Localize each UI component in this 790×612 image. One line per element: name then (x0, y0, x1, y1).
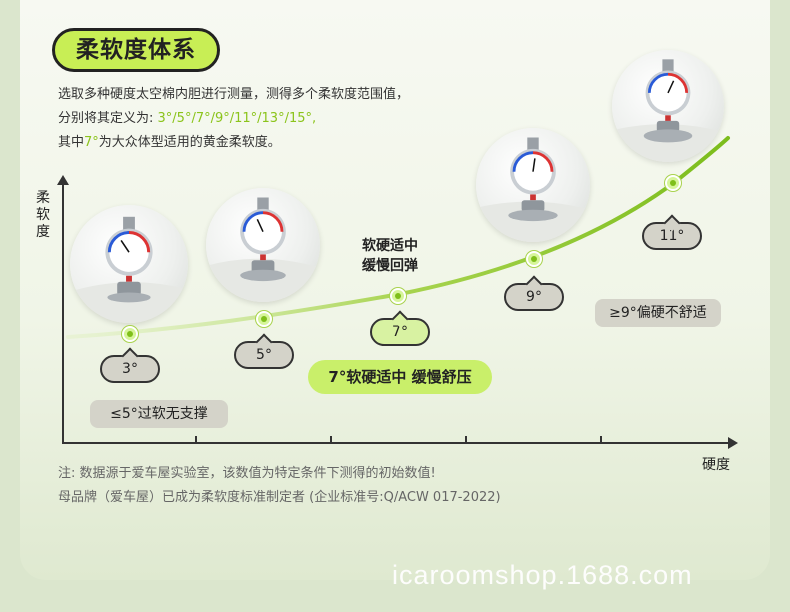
golden-softness-label: 软硬适中 缓慢回弹 (362, 236, 418, 276)
description-values: 3°/5°/7°/9°/11°/13°/15°, (157, 111, 317, 126)
footnote-line-2: 母品牌（爱车屋）已成为柔软度标准制定者 (企业标准号:Q/ACW 017-202… (58, 490, 501, 505)
durometer-gauge-icon (70, 205, 188, 323)
durometer-gauge-icon (612, 50, 724, 162)
footnote-line-1: 注: 数据源于爱车屋实验室，该数值为特定条件下测得的初始数值! (58, 466, 436, 481)
y-axis-arrow (57, 175, 69, 185)
note-too-soft: ≤5°过软无支撑 (90, 400, 228, 428)
x-axis-tick (330, 436, 332, 443)
description-line-3: 其中7°为大众体型适用的黄金柔软度。 (58, 131, 281, 150)
description-line-2: 分别将其定义为: 3°/5°/7°/9°/11°/13°/15°, (58, 107, 316, 126)
watermark: icaroomshop.1688.com (392, 560, 693, 590)
value-text: 5° (256, 347, 272, 363)
x-axis-label: 硬度 (702, 457, 730, 473)
description-line-1: 选取多种硬度太空棉内胆进行测量，测得多个柔软度范围值， (58, 87, 410, 102)
value-label-7: 7° (370, 310, 430, 346)
description-line-3-prefix: 其中 (58, 135, 85, 150)
curve-point-3 (122, 326, 138, 342)
durometer-gauge-icon (476, 128, 590, 242)
value-text: 11° (659, 228, 685, 244)
golden-label-line-1: 软硬适中 (362, 238, 418, 254)
x-axis-tick (465, 436, 467, 443)
x-axis-arrow (728, 437, 738, 449)
x-axis-tick (195, 436, 197, 443)
page-title: 柔软度体系 (52, 28, 220, 72)
value-text: 9° (526, 289, 542, 305)
durometer-gauge-icon (206, 188, 320, 302)
description-golden-value: 7° (84, 135, 99, 150)
value-text: 7° (392, 324, 408, 340)
curve-point-11 (665, 175, 681, 191)
y-axis-label: 柔软度 (36, 190, 50, 240)
value-label-3: 3° (100, 347, 160, 383)
x-axis-tick (600, 436, 602, 443)
note-too-hard: ≥9°偏硬不舒适 (595, 299, 721, 327)
description-line-3-suffix: 为大众体型适用的黄金柔软度。 (98, 135, 281, 150)
value-text: 3° (122, 361, 138, 377)
value-label-9: 9° (504, 275, 564, 311)
softness-curve-line (66, 136, 730, 339)
golden-softness-badge: 7°软硬适中 缓慢舒压 (308, 360, 492, 394)
description-line-2-prefix: 分别将其定义为: (58, 111, 158, 126)
y-axis (62, 184, 64, 444)
golden-label-line-2: 缓慢回弹 (362, 258, 418, 274)
curve-point-9 (526, 251, 542, 267)
value-label-11: 11° (642, 214, 702, 250)
curve-point-5 (256, 311, 272, 327)
x-axis (62, 442, 730, 444)
curve-point-7 (390, 288, 406, 304)
value-label-5: 5° (234, 333, 294, 369)
